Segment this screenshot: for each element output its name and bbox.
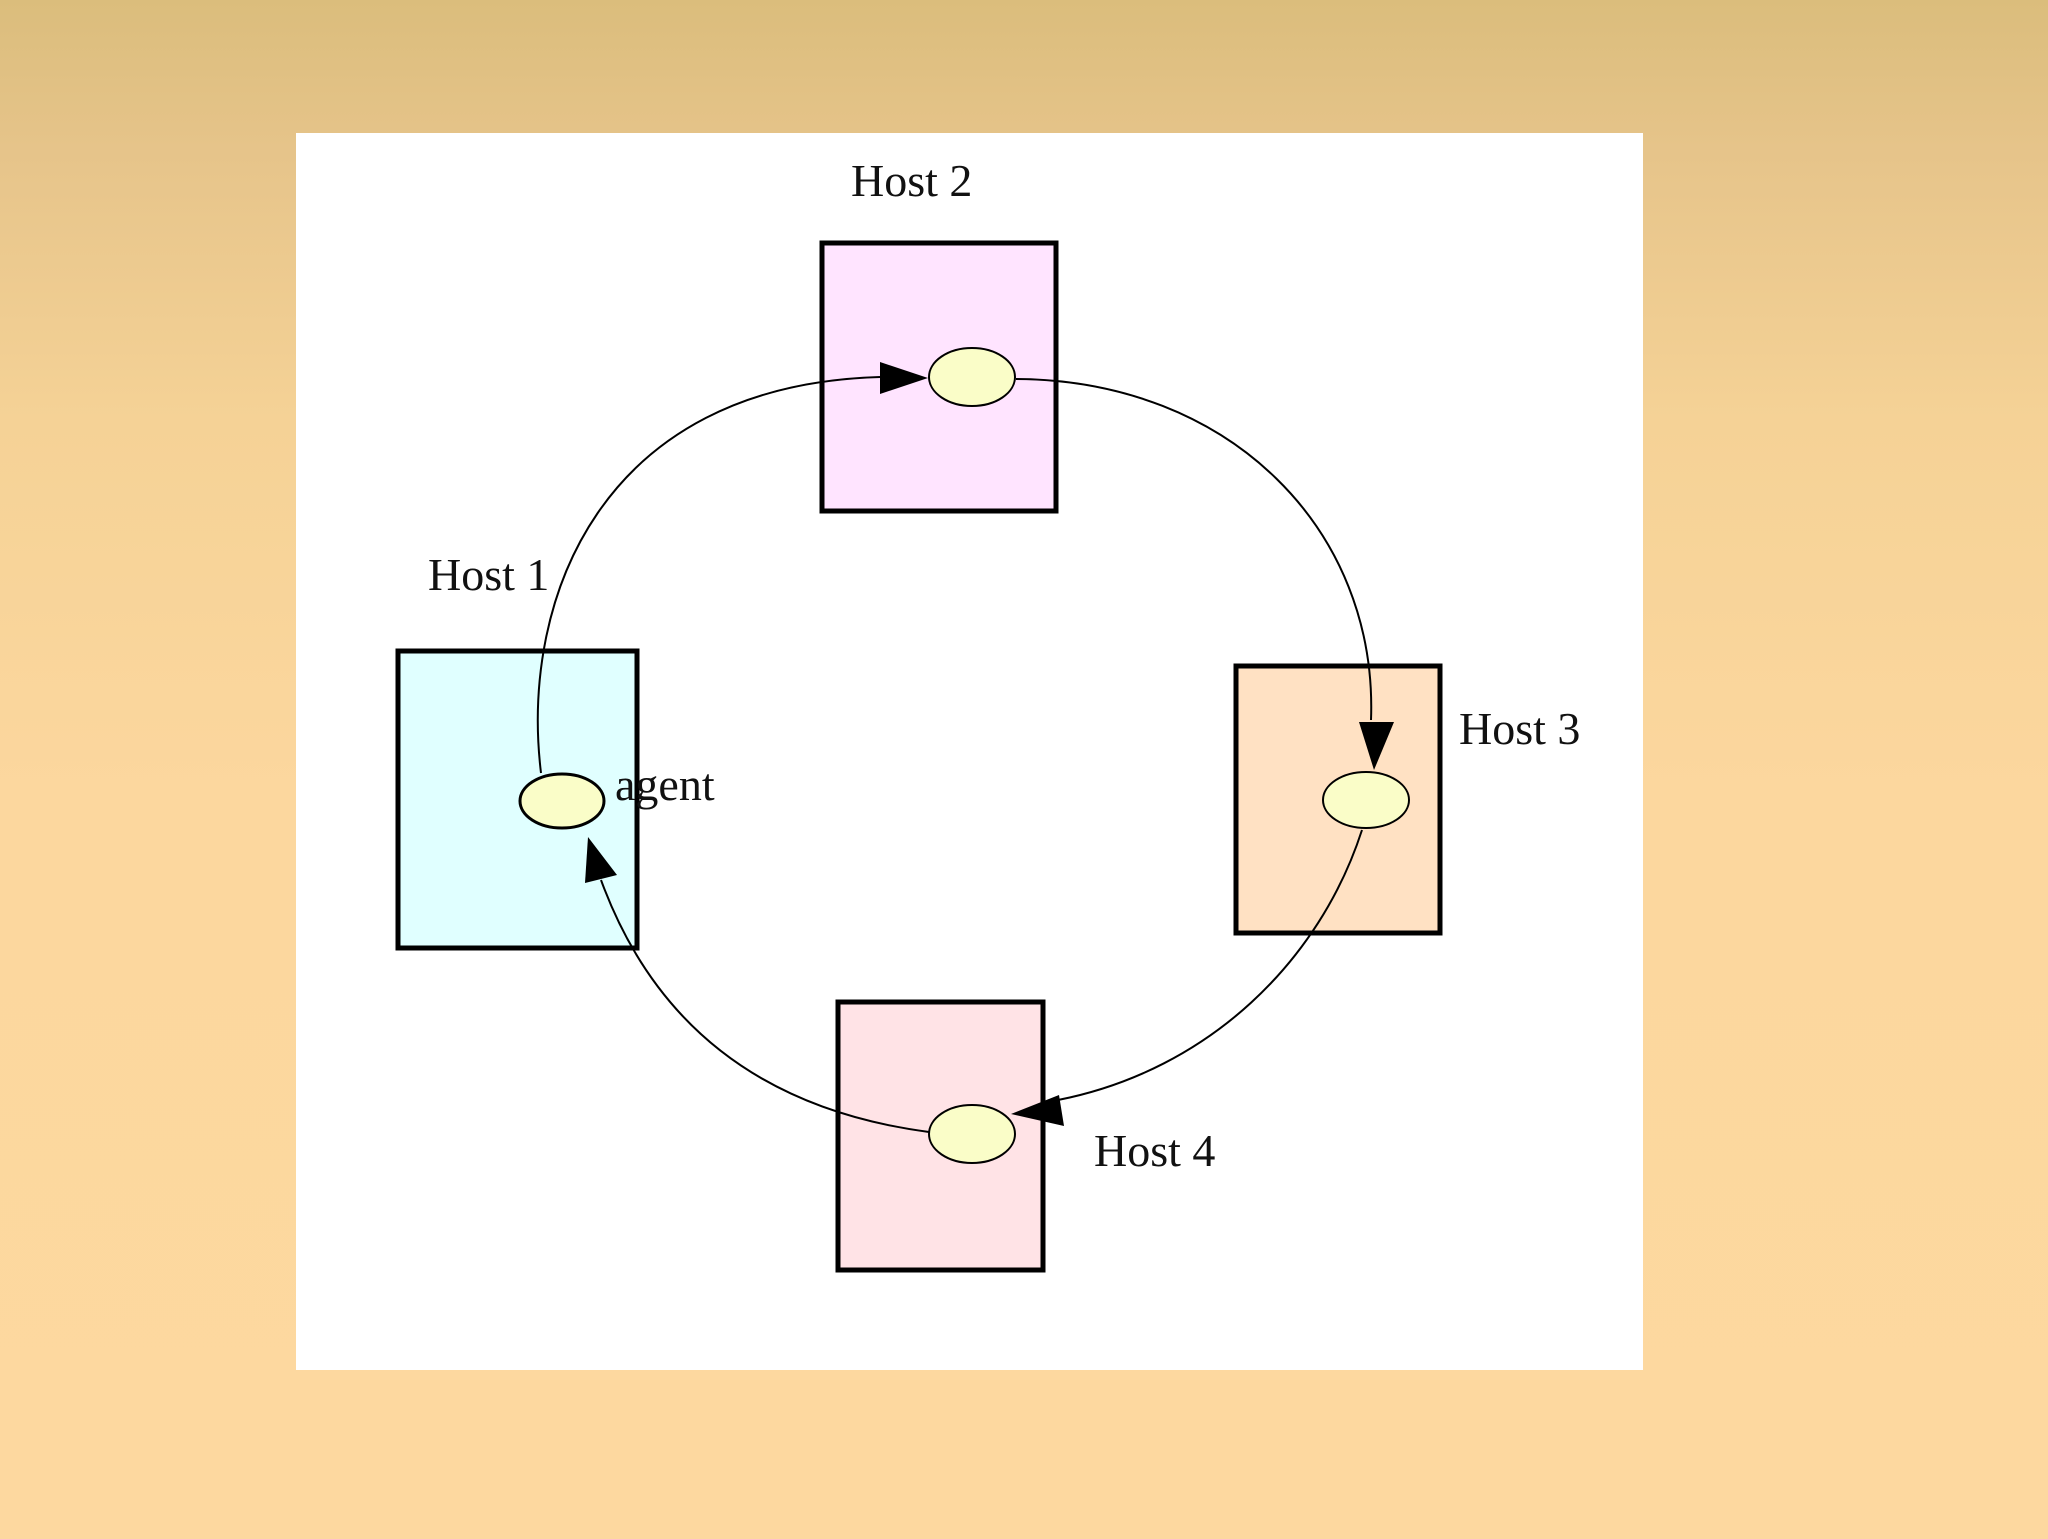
edge-host3-to-host4	[1057, 829, 1363, 1101]
edge-host1-to-host2-arrowhead	[880, 362, 928, 394]
host-3-node[interactable]	[1322, 771, 1410, 829]
edge-host2-to-host3	[1015, 378, 1373, 721]
host-1-agent-node[interactable]	[518, 772, 606, 830]
edge-host3-to-host4-arrowhead	[1011, 1095, 1064, 1126]
host-2-label: Host 2	[851, 155, 972, 206]
host-3-label: Host 3	[1459, 703, 1580, 754]
edge-host2-to-host3-arrowhead	[1359, 722, 1394, 770]
host-4-label: Host 4	[1094, 1125, 1215, 1176]
host-4-node[interactable]	[928, 1104, 1016, 1164]
edge-host4-to-host1	[600, 879, 930, 1133]
host-1-label: Host 1	[428, 549, 549, 600]
edge-host4-to-host1-arrowhead	[585, 837, 617, 883]
agent-label: agent	[615, 759, 715, 810]
host-2-node[interactable]	[928, 347, 1016, 407]
edge-host1-to-host2	[536, 376, 881, 774]
